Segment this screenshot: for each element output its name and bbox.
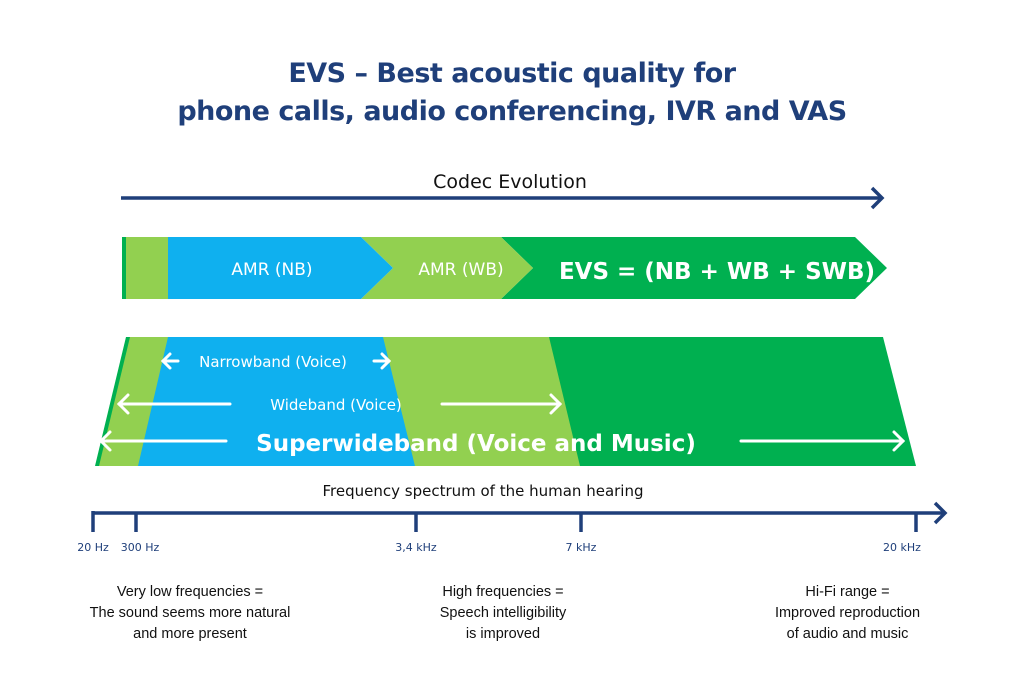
superwideband-left-arrow-icon bbox=[98, 430, 228, 452]
spectrum-axis bbox=[91, 501, 948, 532]
tick-label-300hz: 300 Hz bbox=[121, 541, 160, 554]
superwideband-label: Superwideband (Voice and Music) bbox=[256, 431, 696, 457]
codec-label-amr-nb: AMR (NB) bbox=[231, 260, 312, 280]
codec-prefix-segment bbox=[126, 237, 168, 299]
codec-segment-evs bbox=[501, 237, 887, 299]
tick-label-20hz: 20 Hz bbox=[77, 541, 109, 554]
caption-low-line3: and more present bbox=[133, 626, 247, 642]
caption-hifi-line3: of audio and music bbox=[786, 626, 909, 642]
codec-evolution-label: Codec Evolution bbox=[433, 171, 587, 193]
caption-hifi-line1: Hi-Fi range = bbox=[805, 584, 890, 600]
band-narrowband-area bbox=[138, 337, 415, 466]
narrowband-left-arrow-icon bbox=[160, 352, 180, 370]
tick-label-7khz: 7 kHz bbox=[566, 541, 597, 554]
caption-high-line3: is improved bbox=[465, 626, 541, 642]
caption-high-line2: Speech intelligibility bbox=[439, 605, 567, 621]
codec-label-amr-wb: AMR (WB) bbox=[418, 260, 503, 280]
title-line-2: phone calls, audio conferencing, IVR and… bbox=[177, 96, 847, 127]
wideband-left-arrow-icon bbox=[116, 393, 232, 415]
codec-segment-amr-nb bbox=[168, 237, 393, 299]
spectrum-label: Frequency spectrum of the human hearing bbox=[323, 482, 644, 500]
codec-edge-strip bbox=[122, 237, 126, 299]
caption-low-frequencies: Very low frequencies = The sound seems m… bbox=[60, 582, 320, 645]
tick-label-3-4khz: 3,4 kHz bbox=[395, 541, 437, 554]
codec-label-evs: EVS = (NB + WB + SWB) bbox=[559, 259, 875, 285]
codec-segment-amr-wb bbox=[361, 237, 533, 299]
title-line-1: EVS – Best acoustic quality for bbox=[288, 58, 736, 89]
wideband-label: Wideband (Voice) bbox=[270, 396, 402, 414]
codec-bar: AMR (NB) AMR (WB) EVS = (NB + WB + SWB) bbox=[122, 237, 887, 299]
narrowband-right-arrow-icon bbox=[372, 352, 392, 370]
caption-low-line2: The sound seems more natural bbox=[89, 605, 291, 621]
caption-high-frequencies: High frequencies = Speech intelligibilit… bbox=[393, 582, 613, 645]
wideband-right-arrow-icon bbox=[440, 393, 563, 415]
caption-hifi-line2: Improved reproduction bbox=[774, 605, 921, 621]
frequency-bands: Narrowband (Voice) Wideband (Voice) Supe… bbox=[95, 337, 916, 466]
superwideband-right-arrow-icon bbox=[739, 430, 906, 452]
caption-low-line1: Very low frequencies = bbox=[116, 584, 264, 600]
caption-hifi-range: Hi-Fi range = Improved reproduction of a… bbox=[735, 582, 960, 645]
codec-evolution-arrow bbox=[121, 186, 885, 210]
tick-label-20khz: 20 kHz bbox=[883, 541, 921, 554]
narrowband-label: Narrowband (Voice) bbox=[199, 353, 347, 371]
caption-high-line1: High frequencies = bbox=[442, 584, 564, 600]
